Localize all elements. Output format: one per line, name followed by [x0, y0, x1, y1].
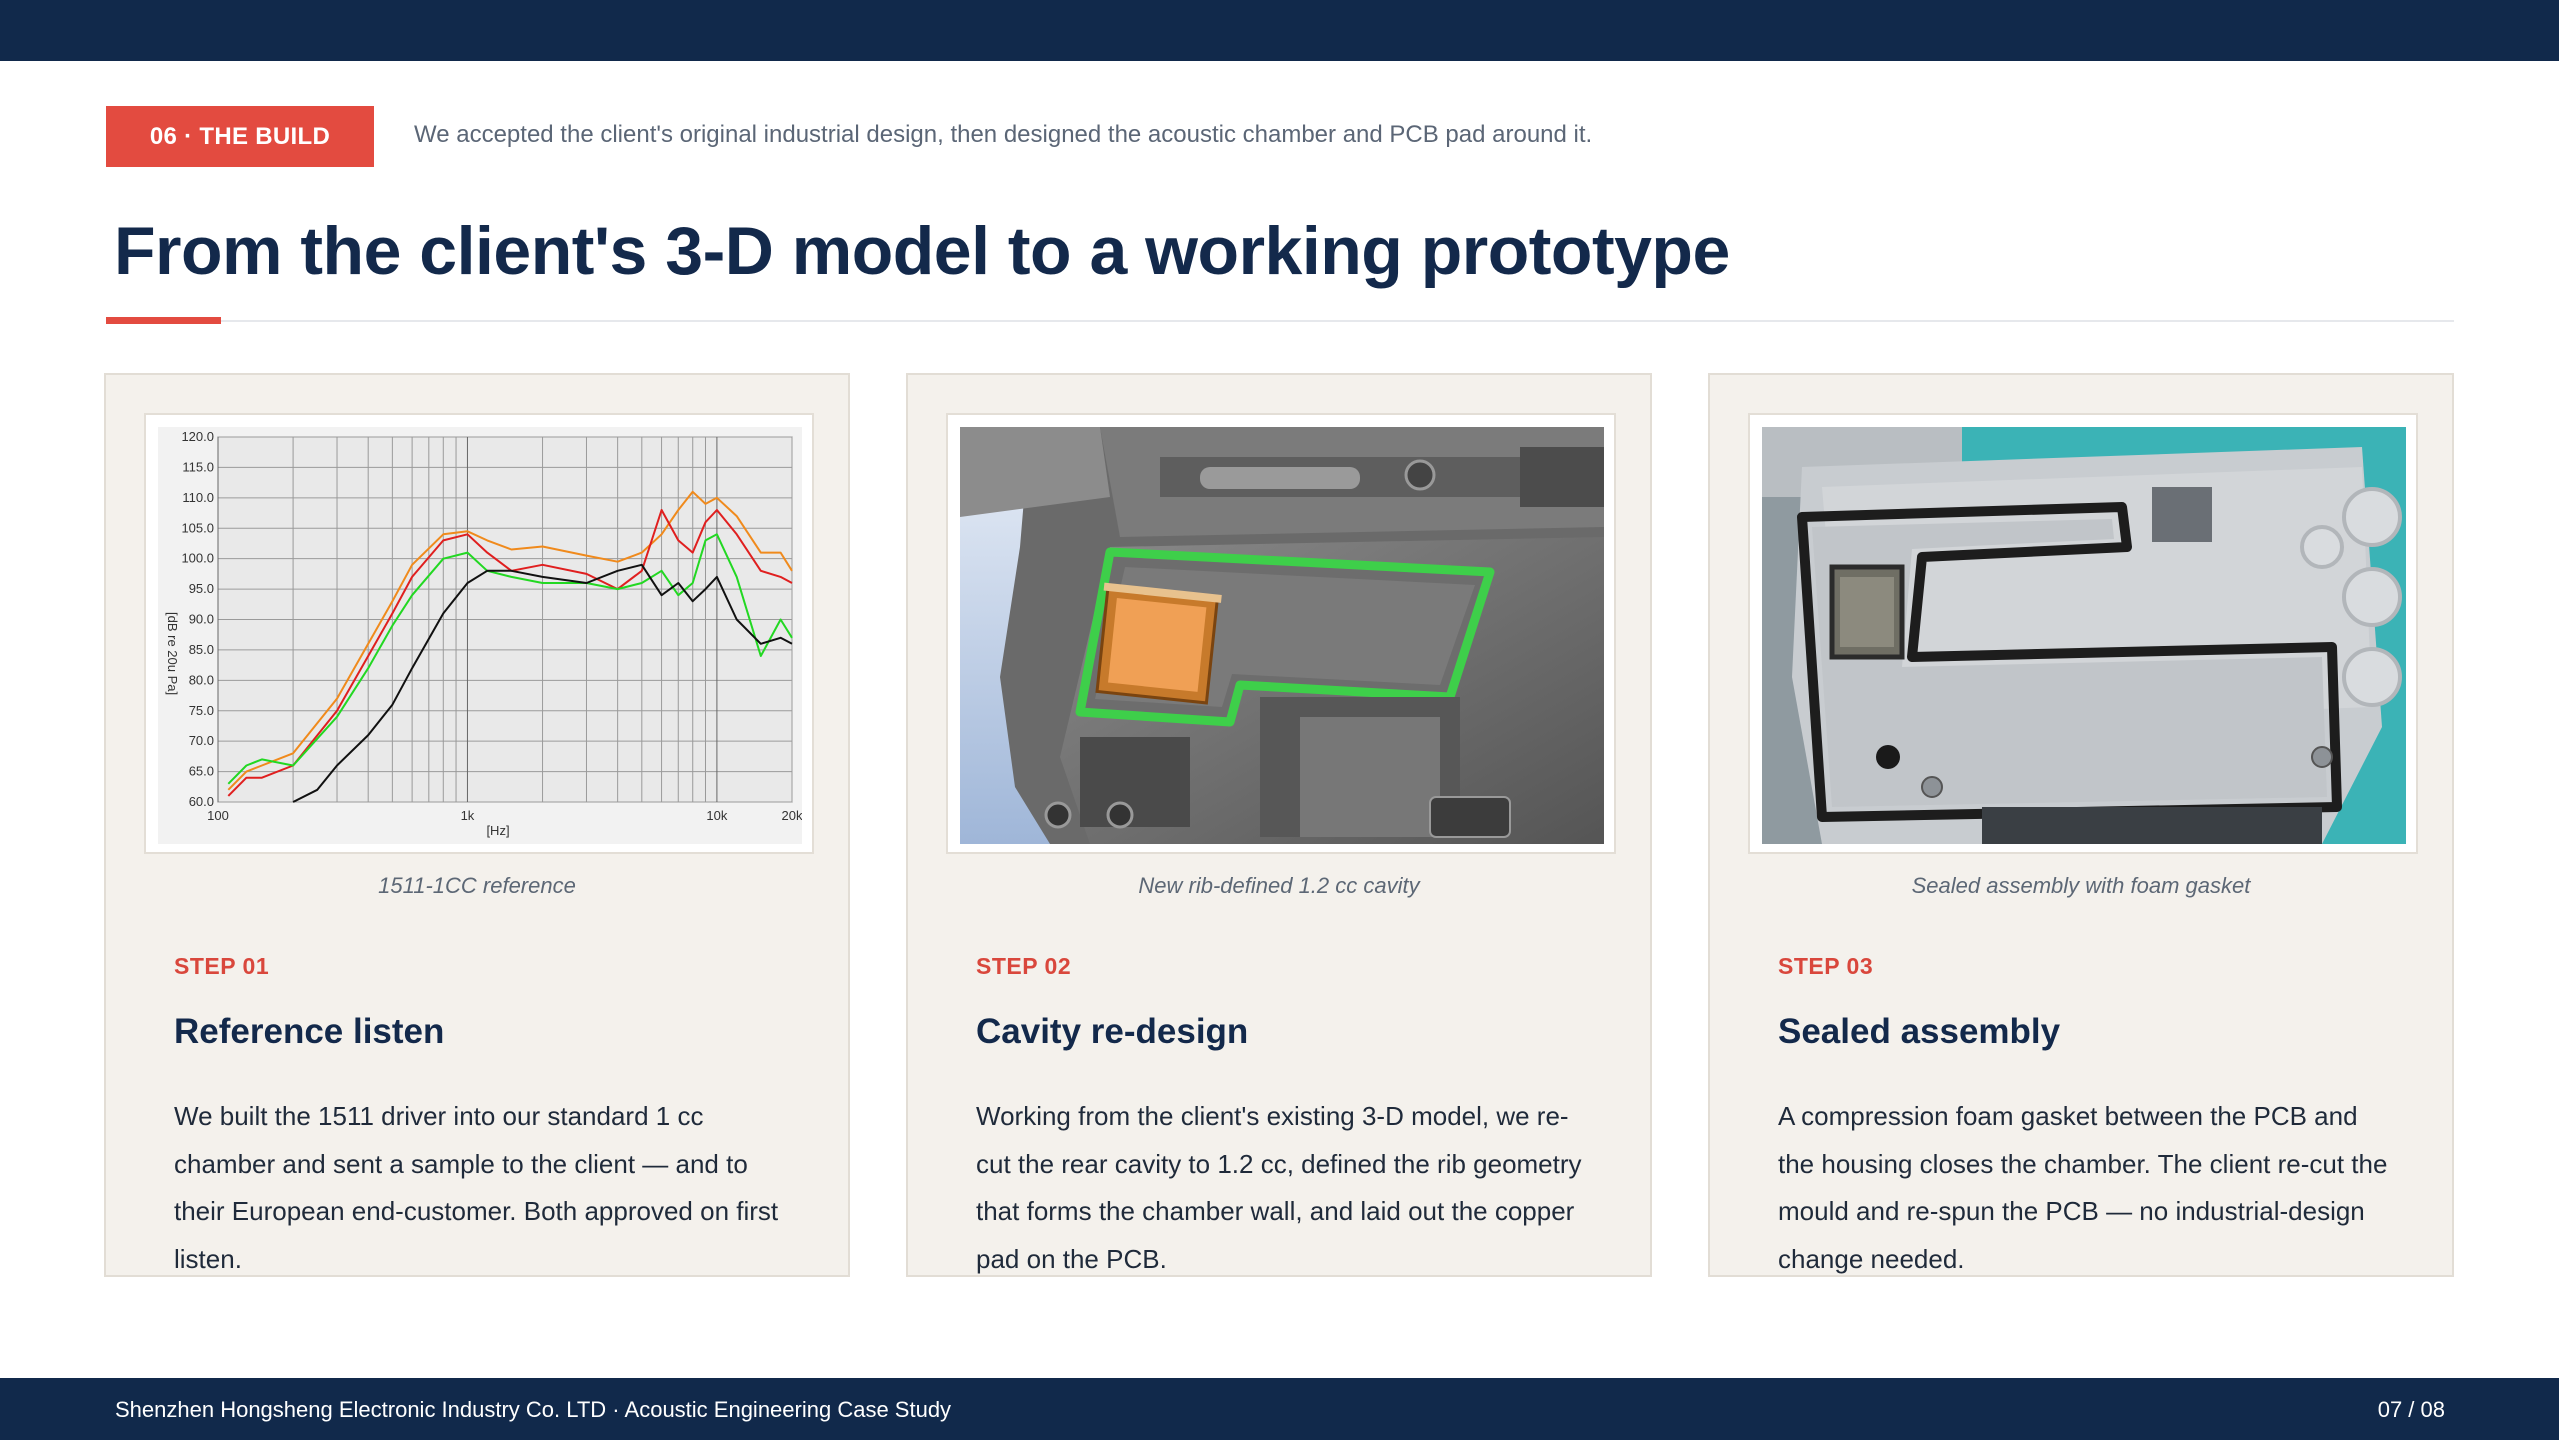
y-tick-label: 80.0 — [189, 672, 214, 687]
y-tick-label: 110.0 — [182, 490, 214, 505]
y-tick-label: 90.0 — [189, 612, 214, 627]
x-tick-label: 100 — [207, 808, 229, 823]
image-caption: New rib-defined 1.2 cc cavity — [1138, 873, 1420, 898]
step-heading: Reference listen — [174, 1012, 445, 1051]
y-tick-label: 105.0 — [181, 520, 214, 535]
step-card-cavity: New rib-defined 1.2 cc cavity STEP 02 Ca… — [906, 373, 1652, 1277]
step-card-assembly: Sealed assembly with foam gasket STEP 03… — [1708, 373, 2454, 1277]
step-number: STEP 02 — [976, 953, 1072, 979]
assembly-photo — [1762, 427, 2406, 844]
y-tick-label: 120.0 — [181, 429, 214, 444]
y-tick-label: 115.0 — [182, 459, 214, 474]
y-tick-label: 100.0 — [181, 551, 214, 566]
y-tick-label: 60.0 — [189, 794, 214, 809]
section-tag: 06 · THE BUILD — [106, 106, 374, 167]
response-series-0 — [227, 490, 793, 791]
y-tick-label: 65.0 — [189, 764, 214, 779]
page-title: From the client's 3-D model to a working… — [114, 213, 1730, 289]
response-series-1 — [227, 509, 793, 797]
title-divider — [106, 320, 2454, 322]
y-tick-label: 95.0 — [189, 581, 214, 596]
footer-company: Shenzhen Hongsheng Electronic Industry C… — [115, 1397, 952, 1422]
title-accent-bar — [106, 317, 221, 324]
step-body: A compression foam gasket between the PC… — [1778, 1101, 2388, 1274]
step-heading: Cavity re-design — [976, 1012, 1249, 1051]
footer-bar: Shenzhen Hongsheng Electronic Industry C… — [0, 1378, 2559, 1440]
response-series-3 — [292, 563, 793, 803]
image-caption: Sealed assembly with foam gasket — [1911, 873, 2251, 898]
response-series-2 — [227, 533, 793, 785]
step-card-reference: 120.0 115.0 110.0 105.0 100.0 95.0 90.0 85.0 80.… — [104, 373, 850, 1277]
y-tick-label: 75.0 — [189, 703, 214, 718]
image-frame: 120.0 115.0 110.0 105.0 100.0 95.0 90.0 85.0 80.… — [144, 413, 814, 854]
y-axis-label: [dB re 20u Pa] — [165, 612, 180, 695]
x-tick-label: 10k — [706, 808, 727, 823]
chart-svg: 120.0 115.0 110.0 105.0 100.0 95.0 90.0 85.0 80.… — [158, 427, 802, 844]
y-tick-label: 70.0 — [189, 733, 214, 748]
cad-cavity-render — [960, 427, 1604, 844]
step-number: STEP 01 — [174, 953, 270, 979]
x-tick-label: 1k — [461, 808, 475, 823]
step-heading: Sealed assembly — [1778, 1012, 2061, 1051]
x-tick-label: 20k — [782, 808, 802, 823]
step-number: STEP 03 — [1778, 953, 1874, 979]
step-body: We built the 1511 driver into our standa… — [174, 1101, 779, 1274]
y-tick-label: 85.0 — [189, 642, 214, 657]
top-bar — [0, 0, 2559, 61]
x-axis-label: [Hz] — [486, 823, 509, 838]
image-frame — [1748, 413, 2418, 854]
step-body: Working from the client's existing 3-D m… — [976, 1101, 1582, 1274]
page-number: 07 / 08 — [2377, 1397, 2445, 1422]
image-frame — [946, 413, 1616, 854]
image-caption: 1511-1CC reference — [378, 873, 576, 898]
frequency-response-chart: 120.0 115.0 110.0 105.0 100.0 95.0 90.0 85.0 80.… — [158, 427, 802, 844]
section-intro: We accepted the client's original indust… — [414, 121, 1593, 148]
